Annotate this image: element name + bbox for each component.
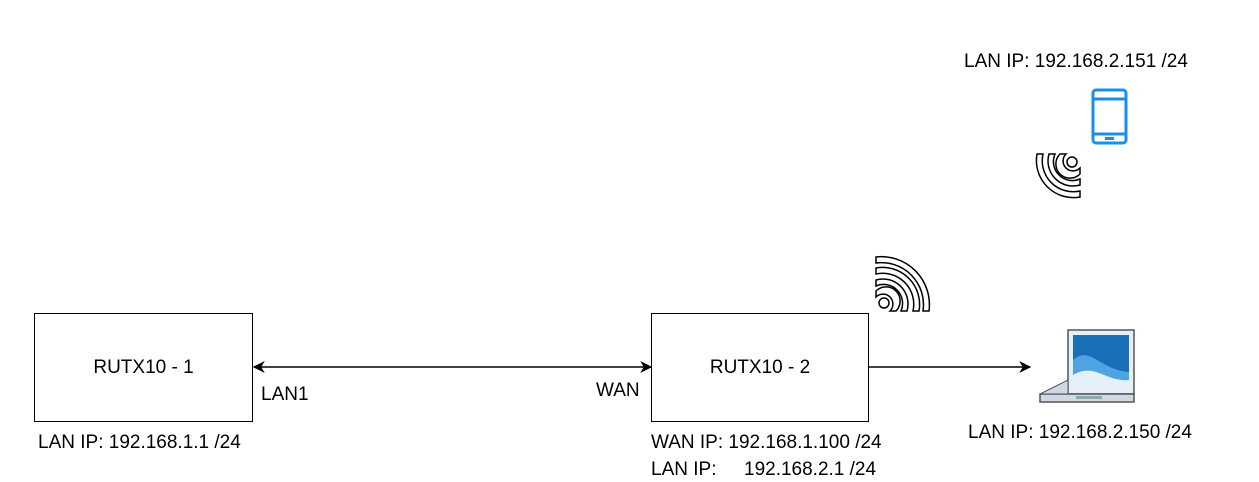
port-label-wan: WAN xyxy=(596,380,640,401)
router2-wan-ip: WAN IP: 192.168.1.100 /24 xyxy=(651,432,882,453)
router2-node[interactable]: RUTX10 - 2 xyxy=(651,313,869,422)
router2-name: RUTX10 - 2 xyxy=(709,356,811,378)
laptop-lan-ip: LAN IP: 192.168.2.150 /24 xyxy=(968,422,1192,443)
router1-node[interactable]: RUTX10 - 1 xyxy=(34,313,253,422)
router2-lan-ip-value: 192.168.2.1 /24 xyxy=(744,459,877,480)
router2-lan-ip-label: LAN IP: xyxy=(651,459,717,480)
phone-lan-ip: LAN IP: 192.168.2.151 /24 xyxy=(964,51,1188,72)
router1-lan-ip: LAN IP: 192.168.1.1 /24 xyxy=(38,432,241,453)
port-label-lan1: LAN1 xyxy=(261,384,309,405)
router1-name: RUTX10 - 1 xyxy=(93,356,194,378)
